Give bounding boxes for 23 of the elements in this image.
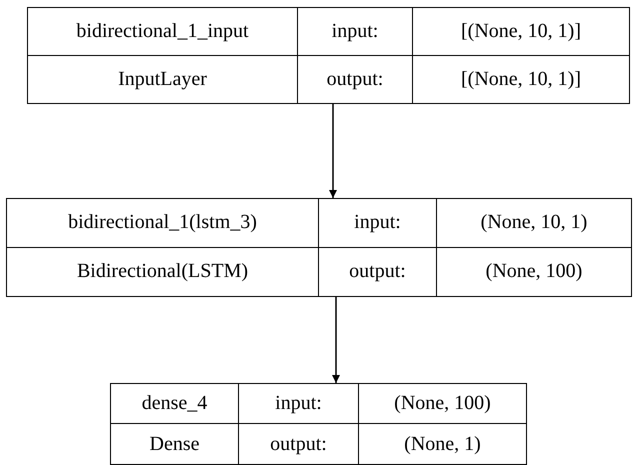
field-label: input: (275, 392, 322, 415)
layer-type: Dense (150, 432, 200, 456)
shape-value: [(None, 10, 1)] (461, 20, 581, 43)
layer-table (27, 7, 630, 104)
arrow (329, 104, 337, 198)
shape-value: (None, 100) (486, 260, 582, 284)
layer-type: Bidirectional(LSTM) (76, 260, 248, 284)
layer-table (6, 198, 632, 297)
shape-value: (None, 100) (394, 392, 491, 415)
layer-table (110, 383, 527, 465)
layer-name: dense_4 (142, 392, 208, 415)
shape-value: (None, 10, 1) (480, 211, 588, 234)
shape-value: [(None, 10, 1)] (461, 68, 581, 91)
layer-name: bidirectional_1(lstm_3) (68, 211, 257, 234)
field-label: output: (349, 260, 406, 284)
field-label: input: (354, 211, 401, 234)
field-label: output: (326, 68, 384, 91)
field-label: input: (332, 20, 378, 43)
arrow (332, 297, 340, 383)
layer-name: bidirectional_1_input (76, 20, 249, 43)
field-label: output: (270, 432, 327, 456)
layer-type: InputLayer (118, 68, 207, 91)
shape-value: (None, 1) (404, 432, 481, 456)
